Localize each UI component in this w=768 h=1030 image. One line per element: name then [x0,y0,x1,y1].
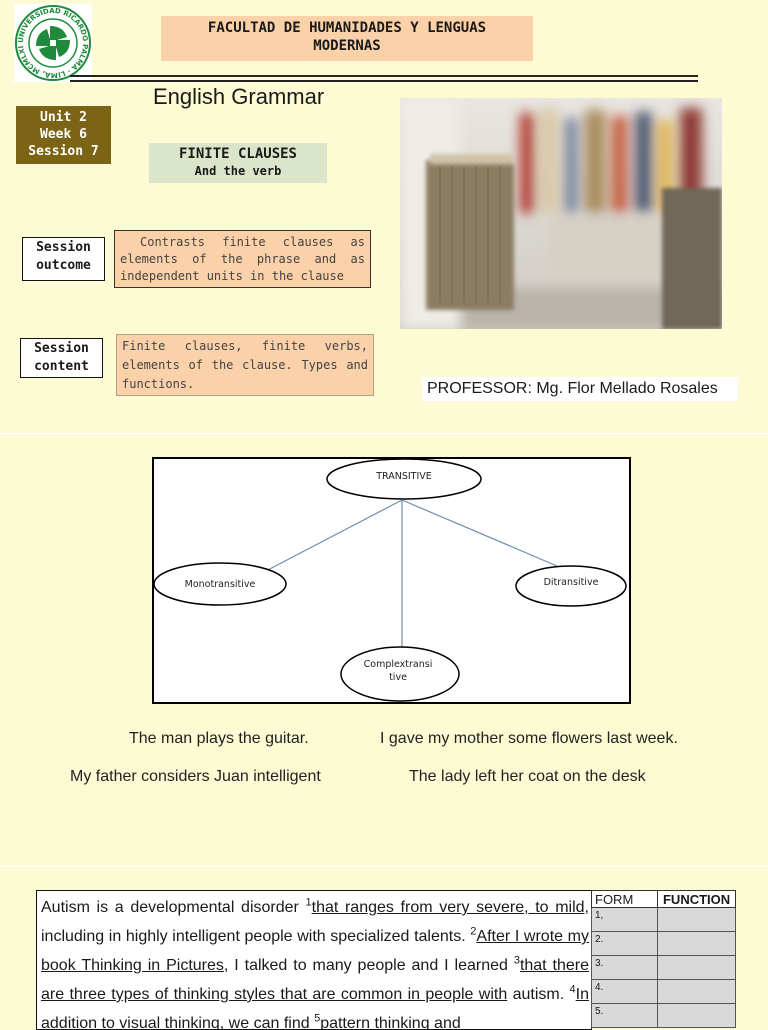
reading-passage: Autism is a developmental disorder 1that… [36,890,592,1030]
form-cell[interactable]: 3. [590,955,659,980]
faculty-name-line-2: MODERNAS [313,38,381,54]
example-sentence-3: My father considers Juan intelligent [70,768,321,785]
transitive-label: TRANSITIVE [375,471,432,482]
table-row: 3. [590,955,736,980]
session-label: Session 7 [28,144,99,159]
document-title: English Grammar [153,84,325,109]
form-cell[interactable]: 2. [590,931,659,956]
reading-text: autism. [507,986,570,1003]
example-sentence-4: The lady left her coat on the desk [409,768,646,785]
monotransitive-node [153,562,287,606]
table-row: 2. [590,931,736,956]
ditransitive-label: Ditransitive [544,577,599,588]
library-books-photo [400,98,722,329]
professor-name: PROFESSOR: Mg. Flor Mellado Rosales [422,377,738,401]
unit-label: Unit 2 [40,110,87,125]
underlined-clause: After I wrote my book Thinking in Pictur… [41,928,589,974]
faculty-banner: FACULTAD DE HUMANIDADES Y LENGUAS MODERN… [161,16,533,61]
faculty-name-line-1: FACULTAD DE HUMANIDADES Y LENGUAS [207,20,487,36]
function-cell[interactable] [657,955,736,980]
example-sentence-2: I gave my mother some flowers last week. [380,730,678,747]
session-content-label: Session content [20,338,103,378]
function-cell[interactable] [657,979,736,1004]
university-logo: UNIVERSIDAD RICARDO PALMA · LIMA, MCMLXI… [11,0,92,82]
reading-text: , I talked to many people and I learned [223,957,514,974]
topic-subtitle: And the verb [194,164,282,178]
underlined-clause: pattern thinking and [320,1015,461,1030]
monotransitive-label: Monotransitive [185,579,256,590]
topic-title: FINITE CLAUSES [178,146,297,162]
page-separator-2 [0,866,768,867]
clause-number: 3 [513,954,520,967]
function-cell[interactable] [657,931,736,956]
function-cell[interactable] [657,907,736,932]
table-row: 1, [590,907,736,932]
underlined-clause: that ranges from very severe, to mild, [311,899,590,916]
session-outcome-text: Contrasts finite clauses as elements of … [114,230,371,288]
session-content-label-line-1: Session [34,341,89,356]
header-rule-bottom [70,80,698,82]
function-column-header: FUNCTION [657,890,736,908]
reading-text: Autism is a developmental disorder [41,899,306,916]
session-content-label-line-2: content [34,359,89,374]
clause-number: 5 [314,1012,321,1025]
table-row: 4. [590,979,736,1004]
page-separator-1 [0,433,768,434]
transitive-verbs-diagram: TRANSITIVE Monotransitive Ditransitive C… [152,457,631,704]
example-sentence-1: The man plays the guitar. [129,730,309,747]
session-outcome-label: Session outcome [22,237,105,281]
topic-box: FINITE CLAUSES And the verb [149,143,327,183]
form-column-header: FORM [590,890,659,908]
session-content-text: Finite clauses, finite verbs, elements o… [116,334,374,396]
form-function-table: FORM FUNCTION 1, 2. 3. 4. 5. [590,890,736,1028]
complextransitive-node [340,646,460,702]
transitive-node [326,458,482,500]
week-label: Week 6 [40,127,87,142]
session-outcome-label-line-2: outcome [36,258,91,273]
session-outcome-label-line-1: Session [36,240,91,255]
form-cell[interactable]: 4. [590,979,659,1004]
header-rule-top [70,75,698,77]
clause-number: 1 [305,896,312,909]
reading-text: including in highly intelligent people w… [41,928,471,945]
form-cell[interactable]: 1, [590,907,659,932]
unit-week-session-box: Unit 2 Week 6 Session 7 [16,106,111,164]
clause-number: 2 [470,925,477,938]
complextransitive-label-line-1: Complextransi [364,659,433,670]
connector-monotransitive [261,499,403,574]
complextransitive-label-line-2: tive [389,672,407,683]
clause-number: 4 [569,983,576,996]
ditransitive-node [515,565,627,607]
underlined-clause: that there are three types of thinking s… [41,957,590,1003]
connector-ditransitive [401,499,558,567]
